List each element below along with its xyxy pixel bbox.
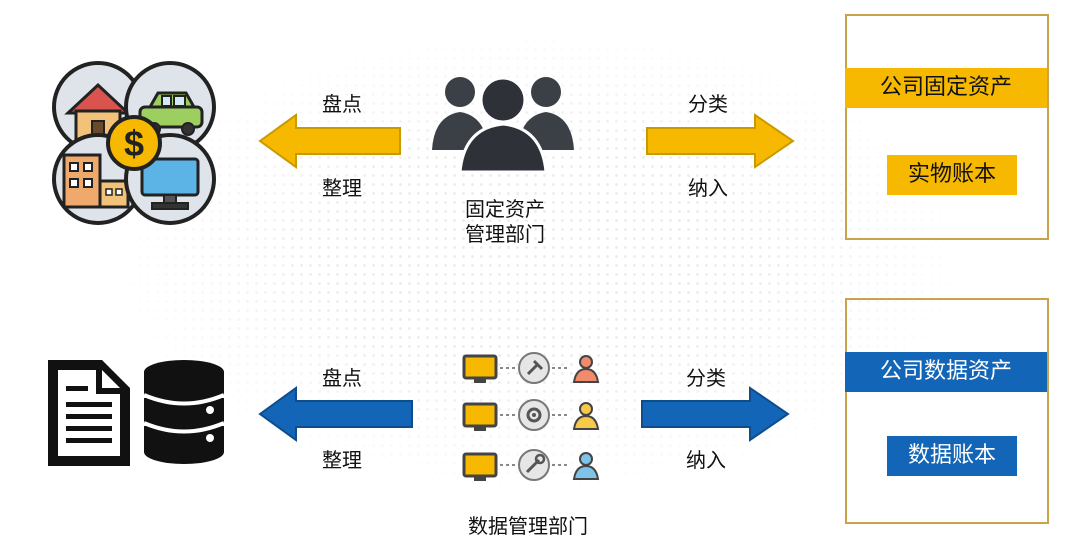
physical-ledger-label: 实物账本 [887, 155, 1017, 195]
bottom-left-arrow [258, 386, 414, 442]
svg-text:$: $ [124, 123, 144, 164]
top-right-arrow [645, 113, 795, 169]
bottom-department-label: 数据管理部门 [468, 514, 588, 538]
fixed-assets-box [845, 14, 1049, 240]
data-workstations-icon [462, 352, 612, 490]
top-right-arrow-top-label: 分类 [688, 92, 728, 116]
data-assets-box [845, 298, 1049, 524]
computer-hammer-user-icon [462, 352, 600, 384]
physical-assets-icon: $ [42, 55, 222, 225]
bottom-right-arrow-bottom-label: 纳入 [686, 448, 726, 472]
bottom-right-arrow-top-label: 分类 [686, 366, 726, 390]
data-assets-title: 公司数据资产 [845, 352, 1047, 392]
computer-wrench-user-icon [462, 449, 600, 481]
computer-gear-user-icon [462, 399, 600, 431]
top-department-line1: 固定资产 [465, 197, 545, 221]
bottom-left-arrow-top-label: 盘点 [322, 366, 362, 390]
fixed-assets-title: 公司固定资产 [845, 68, 1047, 108]
top-left-arrow-bottom-label: 整理 [322, 176, 362, 200]
data-ledger-label: 数据账本 [887, 436, 1017, 476]
database-icon [142, 358, 226, 470]
document-icon [44, 356, 134, 470]
bottom-right-arrow [640, 386, 790, 442]
top-left-arrow [258, 113, 402, 169]
bottom-left-arrow-bottom-label: 整理 [322, 448, 362, 472]
top-left-arrow-top-label: 盘点 [322, 92, 362, 116]
top-department-line2: 管理部门 [465, 222, 545, 246]
top-right-arrow-bottom-label: 纳入 [688, 176, 728, 200]
people-group-icon [428, 66, 578, 174]
top-department-label: 固定资产 管理部门 [460, 197, 550, 247]
